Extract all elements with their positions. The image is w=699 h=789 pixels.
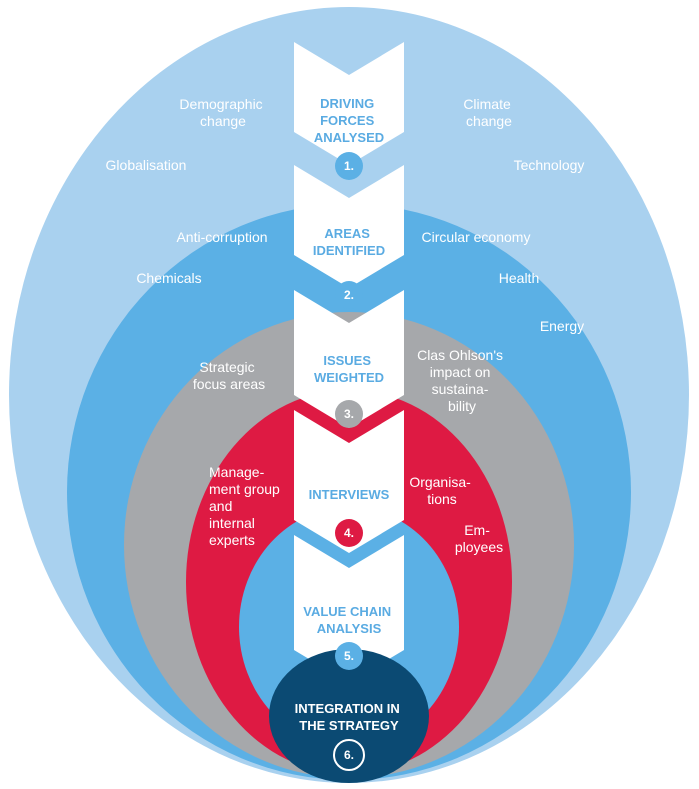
step-5-title: VALUE CHAIN ANALYSIS [303,604,395,636]
label-organisations: Organisa- tions [409,474,474,507]
step-1-number: 1. [344,159,354,173]
label-globalisation: Globalisation [106,157,187,173]
step-4-title: INTERVIEWS [309,487,390,502]
label-demographic-change: Demographic change [179,96,266,129]
step-4-badge [335,519,363,547]
label-employees: Em- ployees [455,522,503,555]
chevron-5 [294,535,404,683]
step-2-title: AREAS IDENTIFIED [313,226,385,258]
step-6-title: INTEGRATION IN THE STRATEGY [295,701,404,733]
chevron-3 [294,290,404,428]
label-management-group: Manage- ment group and internal experts [209,464,284,548]
label-energy: Energy [540,318,584,334]
step-1-title: DRIVING FORCES ANALYSED [314,96,384,145]
step-6-badge [333,739,365,771]
chevron-stripe [294,42,404,683]
step-4-number: 4. [344,526,354,540]
step-5-badge [335,642,363,670]
chevron-4 [294,410,404,553]
label-anti-corruption: Anti-corruption [176,229,267,245]
label-health: Health [499,270,539,286]
label-circular-economy: Circular economy [422,229,531,245]
step-2-badge [335,281,363,309]
label-chemicals: Chemicals [136,270,201,286]
step-3-number: 3. [344,407,354,421]
step-3-title: ISSUES WEIGHTED [314,353,384,385]
step-2-number: 2. [344,288,354,302]
step-3-badge [335,400,363,428]
label-clas-ohlson-impact: Clas Ohlson's impact on sustaina- bility [417,347,507,414]
step-5-number: 5. [344,649,354,663]
label-climate-change: Climate change [463,96,514,129]
step-1-badge [335,152,363,180]
label-technology: Technology [514,157,585,173]
label-strategic-focus-areas: Strategic focus areas [193,359,265,392]
core-integration [269,649,429,783]
chevron-2 [294,165,404,288]
ring-labels: Demographic change Climate change Global… [106,96,585,555]
step-headings: DRIVING FORCES ANALYSED AREAS IDENTIFIED… [295,96,404,733]
step-6-number: 6. [344,748,354,762]
step-badges: 1. 2. 3. 4. 5. 6. [333,152,365,771]
chevron-1 [294,42,404,165]
